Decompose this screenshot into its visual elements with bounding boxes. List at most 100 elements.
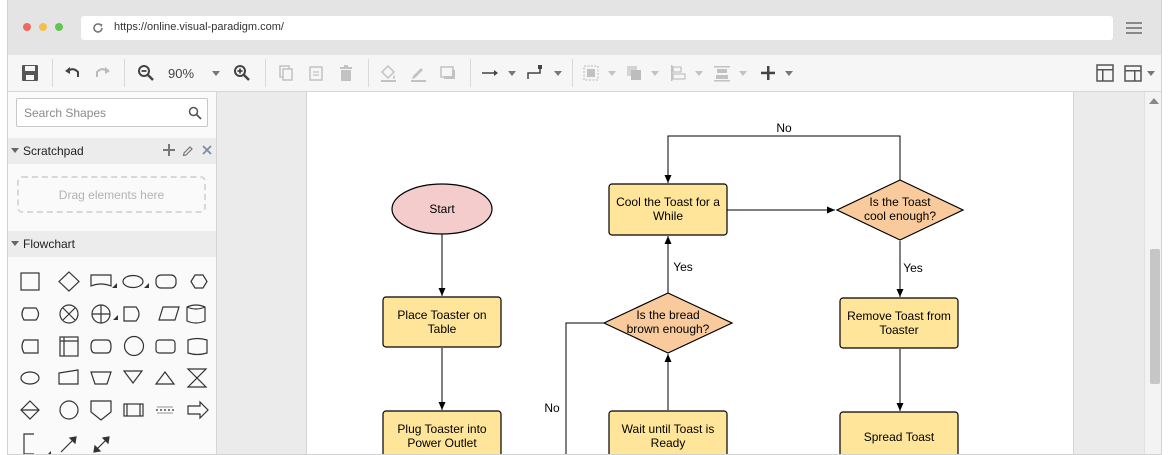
- summing-junction-shape[interactable]: [59, 304, 79, 324]
- document-shape[interactable]: [90, 274, 112, 287]
- arrange-order-icon[interactable]: [624, 63, 644, 83]
- arrange-caret-icon[interactable]: [645, 63, 665, 83]
- preparation-shape[interactable]: [190, 274, 208, 289]
- zoom-out-icon[interactable]: [136, 63, 156, 83]
- close-icon[interactable]: [202, 145, 212, 155]
- predefined-process-shape[interactable]: [123, 403, 144, 417]
- group-caret-icon[interactable]: [602, 63, 622, 83]
- distribute-icon[interactable]: [712, 63, 732, 83]
- flowchart-diagram[interactable]: No No Yes Yes Start Place Toaster on Tab…: [307, 92, 1073, 455]
- sort-shape[interactable]: [20, 400, 40, 420]
- shape-variant-indicator: [144, 283, 149, 288]
- toolbar-separator: [368, 59, 369, 87]
- minimize-window-dot[interactable]: [39, 23, 47, 31]
- delete-icon[interactable]: [336, 63, 356, 83]
- stored-data-shape[interactable]: [123, 335, 145, 357]
- flowchart-label: Flowchart: [23, 237, 76, 251]
- save-icon[interactable]: [20, 63, 40, 83]
- manual-operation-shape[interactable]: [90, 371, 112, 385]
- zoom-level[interactable]: 90%: [168, 66, 195, 81]
- redo-icon[interactable]: [92, 63, 112, 83]
- merge-shape[interactable]: [122, 370, 144, 384]
- flowchart-header[interactable]: Flowchart: [8, 231, 216, 257]
- delay-shape[interactable]: [123, 306, 140, 322]
- bread-brown-decision[interactable]: Is the bread brown enough?: [602, 292, 734, 354]
- oval-shape[interactable]: [20, 371, 40, 385]
- sequential-data-shape[interactable]: [90, 339, 112, 354]
- scratchpad-drop-zone[interactable]: Drag elements here: [17, 176, 206, 213]
- copy-icon[interactable]: [276, 63, 296, 83]
- ellipse-shape[interactable]: [122, 274, 144, 289]
- connector-style-caret-icon[interactable]: [502, 63, 522, 83]
- zoom-dropdown-caret-icon[interactable]: [206, 63, 226, 83]
- address-bar[interactable]: https://online.visual-paradigm.com/: [81, 16, 1113, 40]
- paste-icon[interactable]: [306, 63, 326, 83]
- plug-toaster-node[interactable]: Plug Toaster into Power Outlet: [382, 410, 502, 455]
- vertical-scrollbar[interactable]: [1144, 92, 1161, 454]
- punched-tape-shape[interactable]: [187, 337, 208, 356]
- manual-input-shape[interactable]: [58, 369, 79, 385]
- start-node[interactable]: Start: [391, 183, 493, 235]
- shape-variant-indicator: [113, 315, 118, 320]
- plug-toaster-line-2: Power Outlet: [407, 436, 477, 450]
- line-color-icon[interactable]: [408, 63, 428, 83]
- remove-toast-node[interactable]: Remove Toast from Toaster: [839, 297, 959, 349]
- cool-toast-node[interactable]: Cool the Toast for a While: [608, 183, 728, 236]
- collate-shape[interactable]: [186, 368, 208, 388]
- internal-storage-shape[interactable]: [59, 336, 79, 357]
- reload-icon[interactable]: [91, 21, 105, 35]
- group-icon[interactable]: [581, 63, 601, 83]
- zoom-in-icon[interactable]: [232, 63, 252, 83]
- connector-shape[interactable]: [59, 400, 79, 420]
- align-icon[interactable]: [668, 63, 688, 83]
- edge-toast-check-no[interactable]: [664, 135, 901, 183]
- waypoint-style-caret-icon[interactable]: [548, 63, 568, 83]
- display-shape[interactable]: [21, 339, 39, 354]
- connector-style-icon[interactable]: [480, 63, 500, 83]
- terminator-shape[interactable]: [21, 307, 40, 321]
- flowchart-shape-palette: [20, 271, 209, 454]
- diagram-canvas[interactable]: No No Yes Yes Start Place Toaster on Tab…: [217, 92, 1153, 455]
- insert-caret-icon[interactable]: [779, 63, 799, 83]
- add-icon[interactable]: [163, 144, 175, 156]
- off-page-connector-shape[interactable]: [90, 400, 112, 421]
- process-shape[interactable]: [20, 272, 40, 291]
- database-shape[interactable]: [186, 304, 206, 324]
- rounded-rectangle-shape[interactable]: [155, 274, 177, 289]
- browser-window: https://online.visual-paradigm.com/: [7, 0, 1162, 455]
- waypoint-style-icon[interactable]: [525, 63, 545, 83]
- block-arrow-shape[interactable]: [187, 400, 209, 420]
- insert-plus-icon[interactable]: [758, 63, 778, 83]
- remove-toast-line-2: Toaster: [879, 323, 918, 337]
- hamburger-menu-icon[interactable]: [1126, 21, 1142, 35]
- collapse-caret-icon[interactable]: [11, 148, 19, 153]
- search-icon[interactable]: [188, 106, 202, 120]
- toast-cool-decision[interactable]: Is the Toast cool enough?: [835, 179, 965, 241]
- align-caret-icon[interactable]: [689, 63, 709, 83]
- data-parallelogram-shape[interactable]: [158, 306, 180, 321]
- place-toaster-node[interactable]: Place Toaster on Table: [382, 296, 502, 348]
- card-shape[interactable]: [155, 339, 176, 354]
- spread-toast-node[interactable]: Spread Toast: [839, 411, 959, 455]
- distribute-caret-icon[interactable]: [733, 63, 753, 83]
- wait-toast-node[interactable]: Wait until Toast is Ready: [608, 410, 728, 455]
- collapse-caret-icon[interactable]: [11, 241, 19, 246]
- decision-shape[interactable]: [58, 271, 80, 292]
- shadow-icon[interactable]: [438, 63, 458, 83]
- close-window-dot[interactable]: [23, 23, 31, 31]
- scrollbar-thumb[interactable]: [1150, 249, 1160, 384]
- undo-icon[interactable]: [63, 63, 83, 83]
- format-panel-icon[interactable]: [1095, 63, 1115, 83]
- fill-color-icon[interactable]: [378, 63, 398, 83]
- maximize-window-dot[interactable]: [55, 23, 63, 31]
- annotation-shape[interactable]: [23, 433, 34, 454]
- search-shapes-input[interactable]: Search Shapes: [16, 98, 208, 127]
- extract-shape[interactable]: [154, 371, 176, 385]
- edit-pencil-icon[interactable]: [182, 144, 194, 156]
- scratchpad-header[interactable]: Scratchpad: [8, 138, 216, 164]
- layout-panel-icon[interactable]: [1123, 63, 1143, 83]
- edge-bread-check-no[interactable]: [565, 322, 604, 455]
- diagram-page[interactable]: No No Yes Yes Start Place Toaster on Tab…: [306, 92, 1074, 455]
- layout-panel-caret-icon[interactable]: [1143, 63, 1162, 83]
- scroll-up-arrow-icon[interactable]: [1149, 98, 1159, 104]
